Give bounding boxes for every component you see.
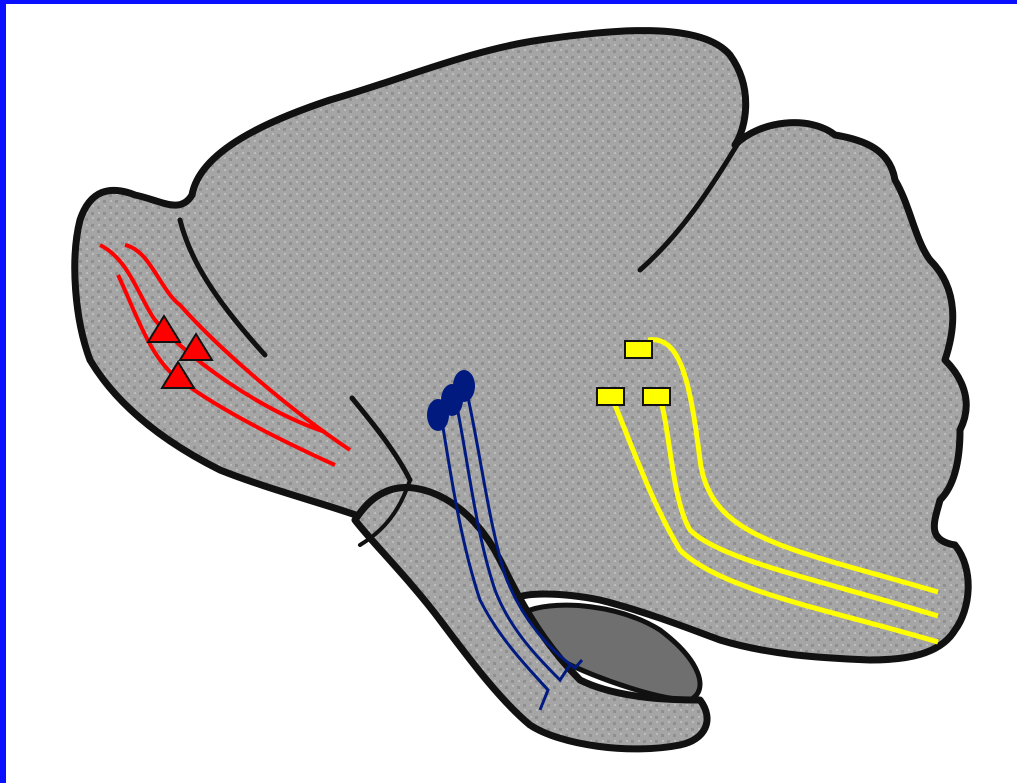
yellow-rectangle-marker	[643, 388, 670, 405]
frame-left-border	[0, 0, 6, 783]
brain-body	[75, 31, 968, 660]
yellow-rectangle-marker	[597, 388, 624, 405]
yellow-rectangle-marker	[625, 341, 652, 358]
brain-sagittal-outline	[75, 31, 968, 749]
blue-ellipse-marker	[427, 399, 449, 431]
frame-top-border	[0, 0, 1017, 4]
